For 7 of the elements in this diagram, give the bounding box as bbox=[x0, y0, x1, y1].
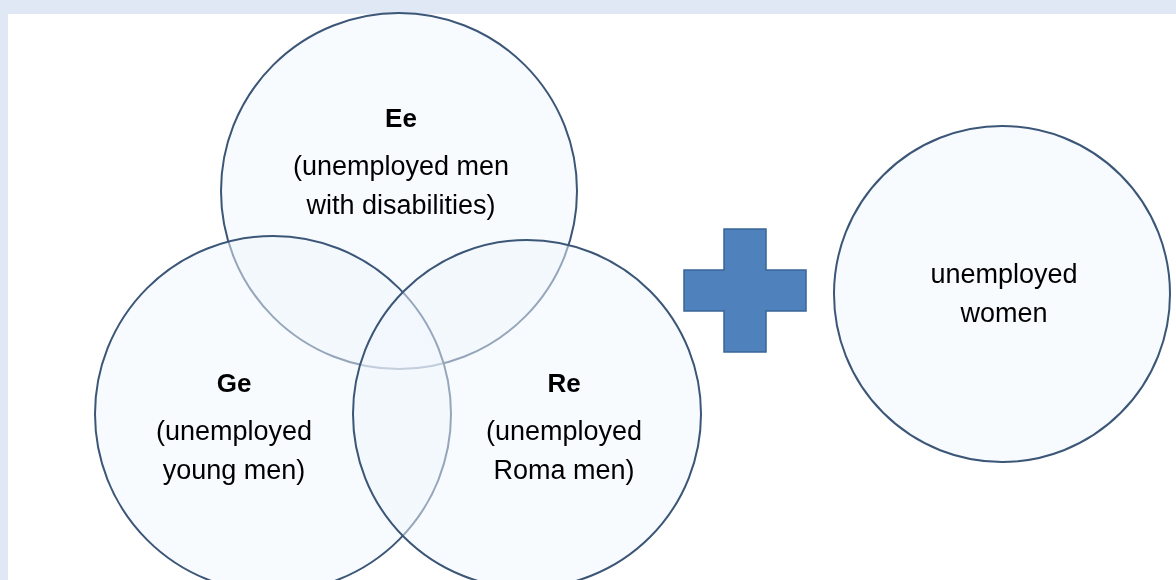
set-heading: Ee bbox=[385, 102, 417, 135]
set-heading: Re bbox=[547, 367, 581, 400]
set-heading: Ge bbox=[216, 367, 252, 400]
set-description: (unemployed men with disabilities) bbox=[291, 149, 511, 222]
set-description: (unemployed young men) bbox=[154, 414, 314, 487]
set-description: unemployed women bbox=[929, 258, 1079, 331]
set-description: (unemployed Roma men) bbox=[484, 414, 644, 487]
